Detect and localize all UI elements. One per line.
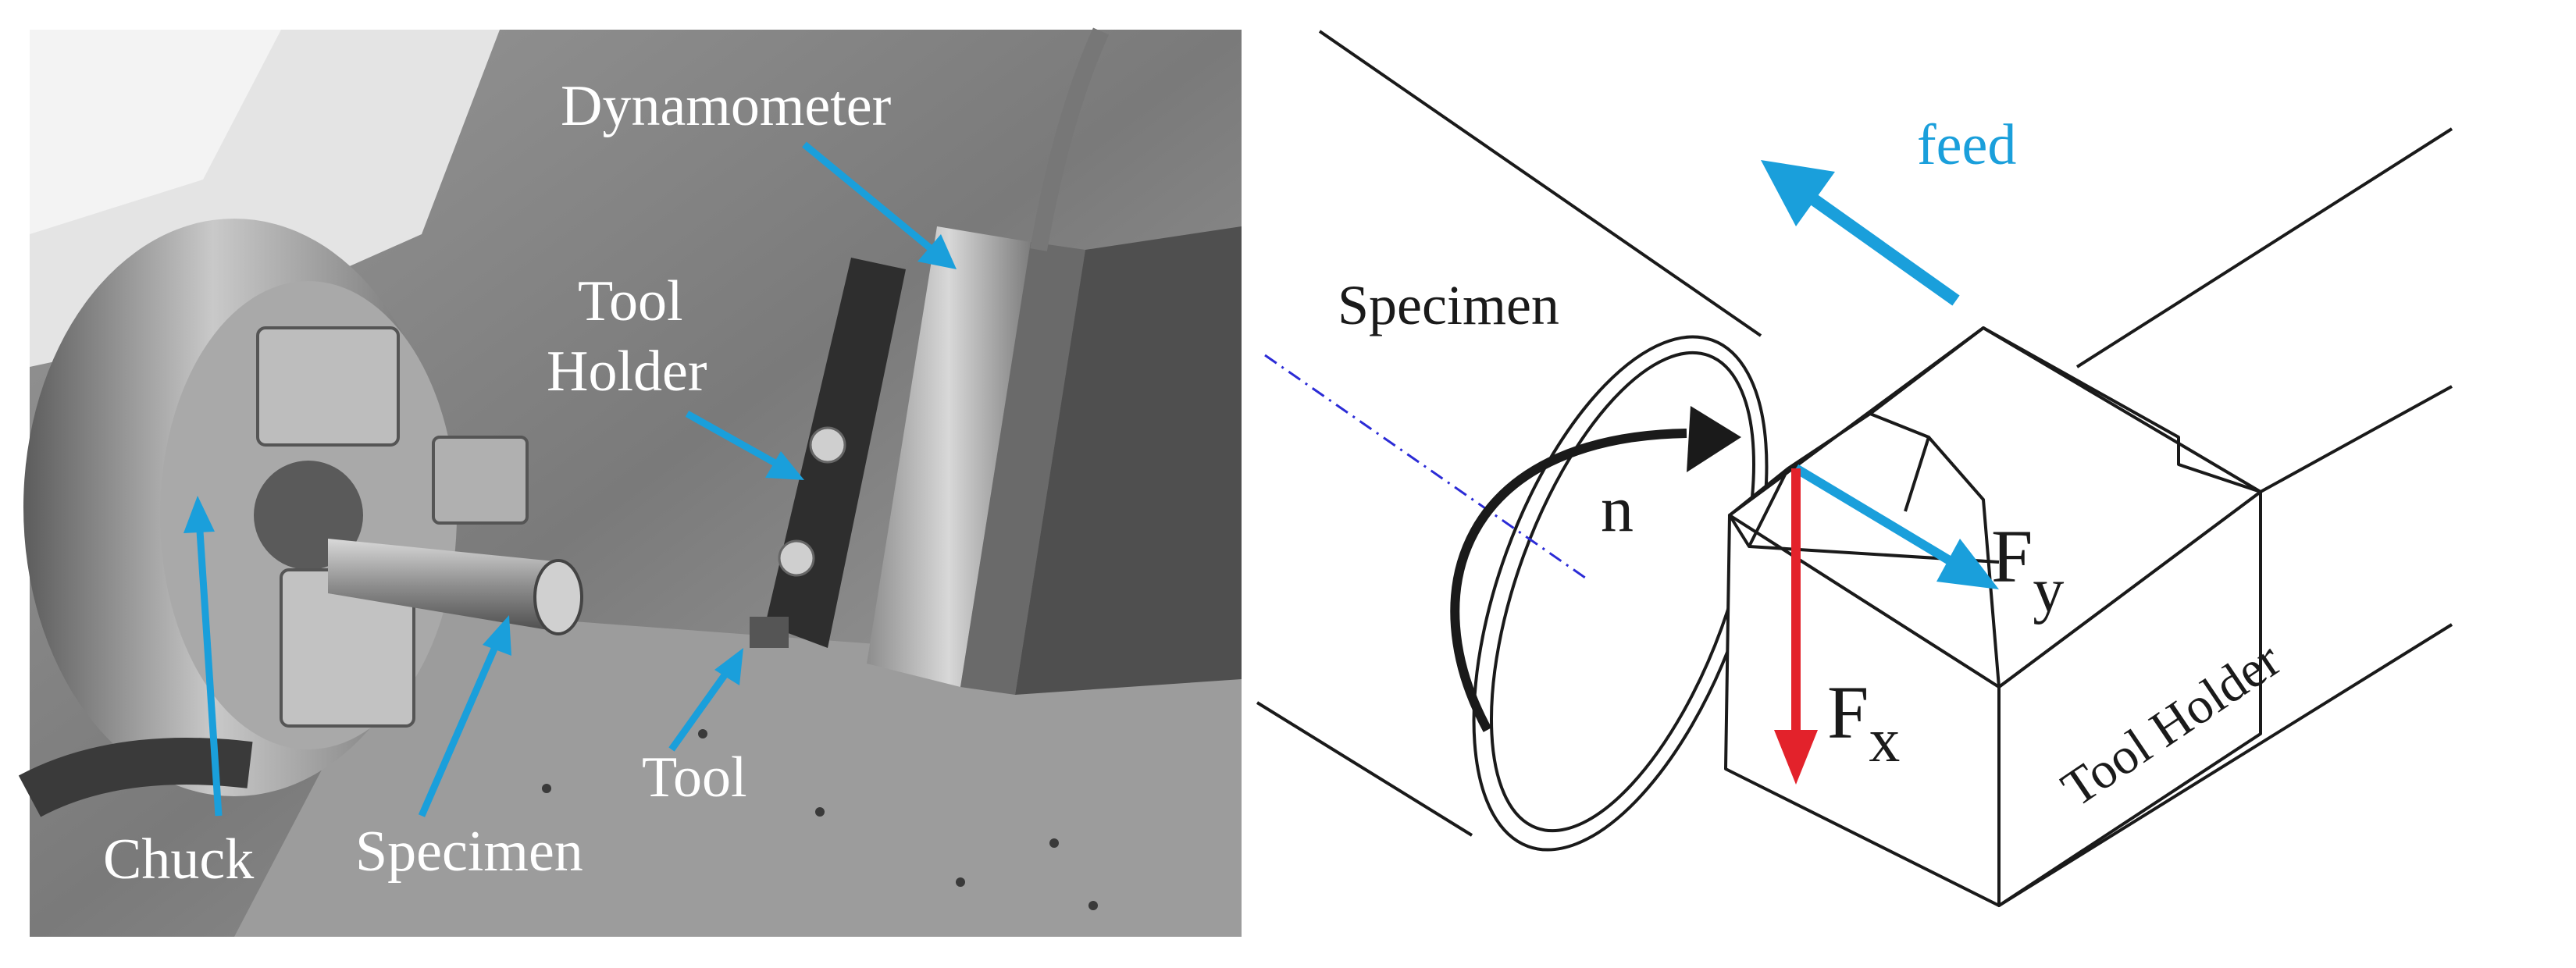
insert-edge-2	[1927, 436, 2001, 688]
tool-holder-label-line2: Holder	[547, 340, 707, 404]
fx-arrowhead	[1774, 730, 1818, 785]
chuck-jaw-top	[256, 326, 400, 447]
holder-bar-bottom	[1997, 623, 2453, 907]
tool-arrow	[668, 665, 733, 752]
cutting-schematic	[1256, 30, 2453, 907]
holder-bar-top	[2075, 127, 2453, 368]
chuck-jaw-side	[432, 436, 529, 525]
dynamometer-cable	[1030, 27, 1110, 251]
specimen-diagram-label: Specimen	[1338, 274, 1559, 336]
specimen-arrow	[418, 635, 504, 817]
holder-bolt-2	[778, 539, 815, 577]
tool-holder-arrow	[685, 411, 787, 472]
rotation-axis	[1264, 354, 1586, 579]
specimen-end-inner	[1490, 351, 1755, 833]
holder-step	[1869, 326, 2261, 493]
fx-label: Fx	[1827, 671, 1900, 775]
specimen-tube	[328, 539, 562, 632]
chuck-label: Chuck	[103, 827, 254, 891]
machine-cover-highlight	[30, 30, 281, 234]
specimen-end	[533, 559, 583, 635]
specimen-bottom-edge	[1256, 701, 1473, 837]
fy-arrow	[1793, 464, 1955, 567]
machine-photo: Dynamometer Tool Holder Chuck Specimen T…	[18, 27, 1242, 937]
feed-label: feed	[1917, 113, 2016, 177]
fy-arrowhead	[1936, 539, 1999, 589]
cutting-tool	[750, 617, 789, 648]
specimen-arrowhead	[483, 615, 511, 656]
dynamometer-label: Dynamometer	[561, 74, 891, 138]
fx-label-base: F	[1827, 671, 1869, 754]
tool-holder-arrowhead	[765, 451, 804, 480]
tool-holder-label-line1: Tool	[578, 269, 683, 333]
rotation-arrow	[1450, 429, 1687, 732]
dynamometer-block	[960, 242, 1085, 695]
fy-label-subscript: y	[2033, 557, 2064, 625]
rotation-arrowhead	[1687, 406, 1741, 472]
feed-arrowhead	[1761, 160, 1835, 226]
holder-bolt-1	[809, 426, 846, 464]
dynamometer-arrowhead	[917, 234, 957, 269]
turret	[1015, 226, 1242, 695]
holder-bar-mid	[2260, 385, 2453, 493]
feed-arrow	[1804, 190, 1960, 306]
bed-rivets	[542, 729, 1098, 910]
specimen-top-edge	[1318, 30, 1762, 337]
dynamometer-plate	[867, 226, 1031, 687]
fy-label-base: F	[1991, 514, 2033, 598]
photo-arrows	[183, 141, 957, 817]
fy-label: Fy	[1991, 514, 2064, 625]
specimen-label: Specimen	[355, 820, 583, 884]
chuck-arrowhead	[183, 496, 215, 533]
dynamometer-arrow	[802, 141, 939, 257]
tool-arrowhead	[714, 648, 743, 685]
chuck-arrow	[195, 518, 223, 817]
rotation-label: n	[1601, 473, 1634, 546]
fx-label-subscript: x	[1869, 706, 1900, 775]
tool-label: Tool	[642, 746, 747, 810]
